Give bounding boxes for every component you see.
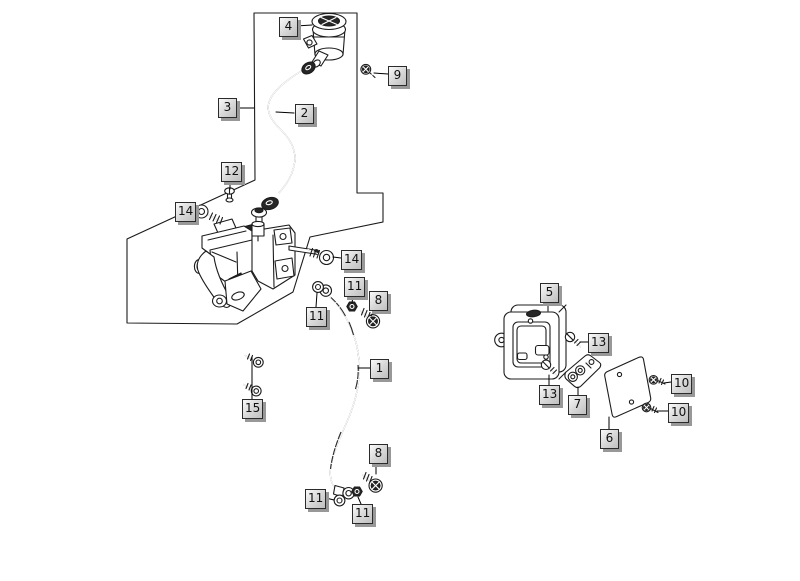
callout-6[interactable]: 6 [600,429,619,449]
callout-9[interactable]: 9 [388,66,407,86]
callout-8-top[interactable]: 8 [369,291,388,311]
callout-15[interactable]: 15 [242,399,264,419]
hose-clamp-upper [301,61,316,75]
callout-3[interactable]: 3 [218,98,237,118]
nut-11-lower [351,486,363,497]
callout-2[interactable]: 2 [295,104,314,124]
banjo-bolt-8-bottom [361,471,383,493]
bolt-14-left [194,204,224,225]
callout-12[interactable]: 12 [221,162,243,182]
callout-14-right[interactable]: 14 [341,250,363,270]
cover-plate-6 [604,356,652,418]
reservoir-hose [267,69,304,194]
callout-13-top[interactable]: 13 [588,333,610,353]
callout-4[interactable]: 4 [279,17,298,37]
banjo-bolt-8-top [359,307,381,329]
callout-14-left[interactable]: 14 [175,202,197,222]
callout-11-lower-a[interactable]: 11 [305,489,327,509]
callout-10-bottom[interactable]: 10 [668,403,690,423]
callout-8-bottom[interactable]: 8 [369,444,388,464]
callout-7[interactable]: 7 [568,395,587,415]
screw-10-bottom [641,402,659,414]
callout-11-lower-b[interactable]: 11 [352,504,374,524]
washer-11-upper [312,281,324,293]
callout-5[interactable]: 5 [540,283,559,303]
callout-11-upper-a[interactable]: 11 [344,277,366,297]
brake-hose [319,284,363,500]
washer-11-lower [333,494,346,507]
bolt-14-right [307,247,335,266]
screw-12 [224,187,235,203]
screws-15 [242,353,264,397]
callout-10-top[interactable]: 10 [671,374,693,394]
callout-11-upper-b[interactable]: 11 [306,307,328,327]
callout-1[interactable]: 1 [370,359,389,379]
screw-9 [360,63,376,79]
screw-10-top [648,374,666,386]
subassembly-outline [126,12,384,325]
nut-11-upper [346,301,358,312]
plate-7 [564,354,602,389]
leader-lines [194,24,672,505]
screw-13-top [564,331,582,348]
hose-clamp-lower [261,196,279,211]
master-cylinder-assembly [193,207,320,312]
fluid-reservoir [302,12,347,68]
callout-13-bottom[interactable]: 13 [539,385,561,405]
bracket-5 [494,304,567,380]
screw-13-bottom [540,359,558,376]
